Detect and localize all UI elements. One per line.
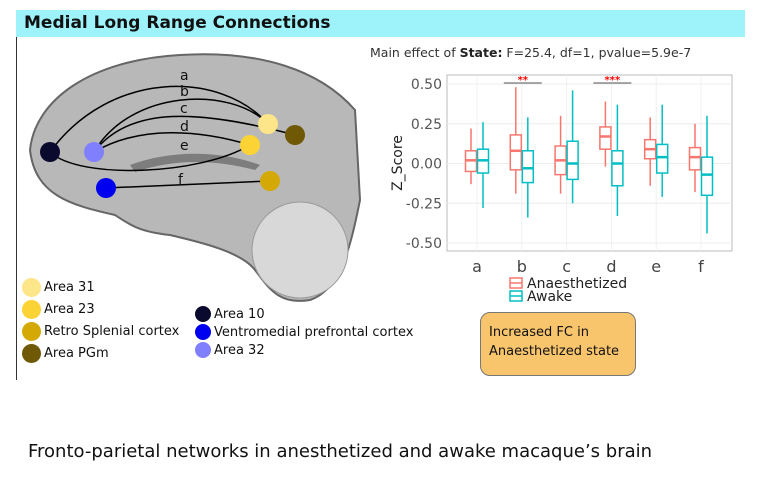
node-area-10 bbox=[40, 142, 60, 162]
legend-item: Ventromedial prefrontal cortex bbox=[195, 323, 413, 341]
connection-label-d: d bbox=[180, 119, 189, 135]
legend-item: Area 10 bbox=[195, 305, 413, 323]
box-awake-e bbox=[655, 104, 669, 197]
legend-item: Area PGm bbox=[22, 342, 179, 364]
legend-label: Awake bbox=[527, 289, 572, 305]
box-awake-d bbox=[611, 104, 624, 216]
node-vmpfc bbox=[96, 178, 116, 198]
significance-stars: *** bbox=[605, 75, 621, 86]
node-area-32 bbox=[84, 142, 104, 162]
figure-title: Medial Long Range Connections bbox=[24, 13, 331, 33]
node-area-23 bbox=[240, 135, 260, 155]
legend-item: Area 23 bbox=[22, 298, 179, 320]
box-awake-c bbox=[566, 90, 579, 204]
legend-item: Area 31 bbox=[22, 276, 179, 298]
node-retrosplenial bbox=[260, 171, 280, 191]
box-awake-b bbox=[521, 117, 535, 218]
connection-label-b: b bbox=[180, 84, 189, 100]
connection-label-c: c bbox=[180, 101, 188, 117]
legend-left: Area 31 Area 23 Retro Splenial cortex Ar… bbox=[22, 276, 179, 364]
divider bbox=[16, 37, 17, 380]
caption: Fronto-parietal networks in anesthetized… bbox=[28, 441, 653, 462]
connection-label-a: a bbox=[180, 68, 189, 84]
box bbox=[688, 146, 702, 171]
main-effect-text: Main effect of State: F=25.4, df=1, pval… bbox=[370, 45, 692, 60]
x-tick-label: c bbox=[562, 257, 571, 276]
box-anaesthetized-e bbox=[643, 117, 657, 186]
significance-stars: ** bbox=[518, 75, 529, 86]
x-tick-label: f bbox=[698, 257, 704, 276]
y-axis-label: Z_Score bbox=[390, 135, 406, 191]
y-tick-label: -0.25 bbox=[406, 196, 442, 212]
box-anaesthetized-d bbox=[599, 101, 612, 167]
box-anaesthetized-b bbox=[509, 87, 523, 194]
box-anaesthetized-f bbox=[688, 123, 702, 193]
y-tick-label: 0.00 bbox=[411, 157, 442, 173]
box-anaesthetized-c bbox=[554, 115, 567, 194]
node-area-31 bbox=[258, 114, 278, 134]
box bbox=[566, 140, 579, 181]
box bbox=[599, 126, 612, 150]
connection-label-f: f bbox=[178, 172, 184, 188]
y-tick-label: 0.25 bbox=[411, 117, 442, 133]
node-area-pgm bbox=[285, 125, 305, 145]
box bbox=[521, 150, 535, 184]
box bbox=[611, 150, 624, 187]
connection-label-e: e bbox=[180, 138, 189, 154]
x-tick-label: e bbox=[651, 257, 661, 276]
legend-right: Area 10 Ventromedial prefrontal cortex A… bbox=[195, 305, 413, 359]
legend-label: Anaesthetized bbox=[527, 276, 627, 292]
box bbox=[655, 143, 669, 174]
y-tick-label: -0.50 bbox=[406, 236, 442, 252]
box-anaesthetized-a bbox=[464, 128, 478, 185]
callout-box: Increased FC in Anaesthetized state bbox=[480, 312, 636, 376]
legend-item: Retro Splenial cortex bbox=[22, 320, 179, 342]
title-bar: Medial Long Range Connections bbox=[16, 10, 745, 37]
box bbox=[700, 156, 714, 197]
box-awake-f bbox=[700, 115, 714, 234]
box bbox=[509, 134, 523, 171]
x-tick-label: b bbox=[517, 257, 527, 276]
x-tick-label: a bbox=[472, 257, 482, 276]
y-tick-label: 0.50 bbox=[411, 77, 442, 93]
box-awake-a bbox=[476, 122, 490, 209]
x-tick-label: d bbox=[606, 257, 616, 276]
legend-item: Area 32 bbox=[195, 341, 413, 359]
